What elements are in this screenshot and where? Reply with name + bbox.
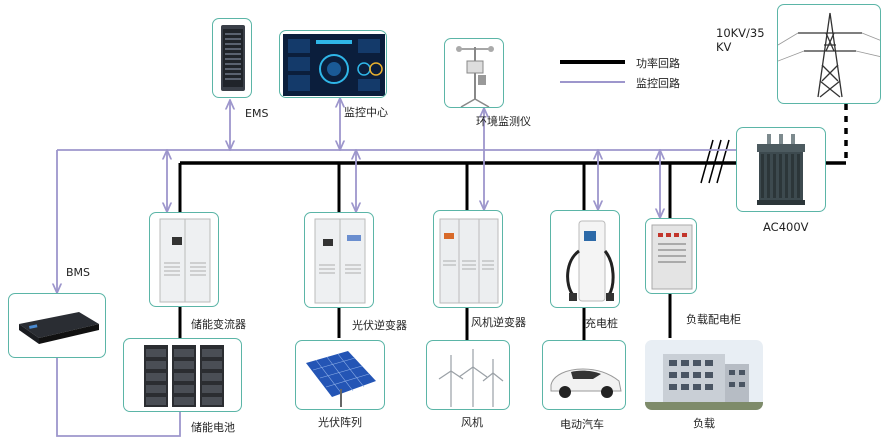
charging-pile-node: [550, 210, 620, 308]
weather-station-icon: [456, 46, 494, 107]
load-cabinet-node: [645, 218, 697, 294]
converter-cabinet-icon: [159, 218, 211, 303]
pv-inverter-label: 光伏逆变器: [352, 319, 407, 332]
electric-car-icon: [550, 368, 622, 398]
ev-label: 电动汽车: [560, 418, 604, 431]
wind-turbine-icon: [438, 349, 504, 407]
transformer-node: [736, 127, 826, 212]
load-cabinet-label: 负载配电柜: [686, 313, 741, 326]
charging-pile-label: 充电桩: [585, 317, 618, 330]
storage-battery-node: [123, 338, 242, 412]
storage-battery-label: 储能电池: [191, 421, 235, 434]
pv-array-label: 光伏阵列: [318, 416, 362, 429]
dashboard-screen-icon: [283, 34, 385, 96]
monitor-center-label: 监控中心: [344, 106, 388, 119]
distribution-cabinet-icon: [651, 224, 693, 290]
solar-panel-icon: [306, 351, 376, 407]
server-rack-icon: [221, 25, 245, 91]
inverter-cabinet-icon: [314, 218, 366, 304]
battery-rack-icon: [144, 345, 224, 407]
wind-inverter-label: 风机逆变器: [471, 316, 526, 329]
charging-pile-icon: [566, 220, 615, 302]
building-icon: [645, 340, 763, 410]
transmission-tower-icon: [778, 12, 880, 98]
bms-node: [8, 293, 106, 358]
env-monitor-node: [444, 38, 504, 108]
transformer-icon: [757, 134, 805, 205]
wind-inverter-node: [433, 210, 503, 308]
pv-inverter-node: [304, 212, 374, 308]
load-label: 负载: [693, 417, 715, 430]
grid-node: [777, 4, 881, 104]
env-monitor-label: 环境监测仪: [476, 115, 531, 128]
wind-turbine-label: 风机: [461, 416, 483, 429]
bms-device-icon: [19, 312, 99, 344]
monitor-center-node: [279, 30, 387, 98]
storage-converter-node: [149, 212, 219, 307]
load-node: [645, 340, 763, 410]
bms-label: BMS: [66, 266, 91, 279]
legend-monitor-label: 监控回路: [636, 77, 680, 90]
pv-array-node: [295, 340, 385, 410]
legend-power-label: 功率回路: [636, 57, 680, 70]
ems-label: EMS: [245, 107, 269, 120]
ems-node: [212, 18, 252, 98]
wind-inverter-icon: [439, 218, 499, 304]
ev-node: [542, 340, 626, 410]
wind-turbine-node: [426, 340, 510, 410]
grid-label: 10KV/35KV: [716, 26, 765, 54]
storage-converter-label: 储能变流器: [191, 318, 246, 331]
transformer-label: AC400V: [763, 220, 809, 234]
